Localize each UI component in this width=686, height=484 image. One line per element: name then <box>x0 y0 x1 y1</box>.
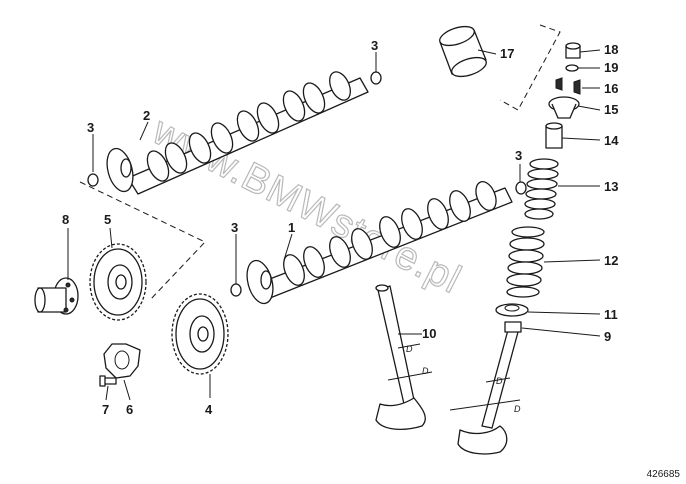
callout-labels: 3 2 3 3 3 1 8 5 4 6 7 10 17 18 19 16 15 … <box>62 38 619 417</box>
assembly-guides <box>79 24 561 301</box>
valve-stem-seal <box>545 122 563 149</box>
diagram-reference-number: 426685 <box>646 469 680 480</box>
intake-valve <box>375 284 426 431</box>
lower-camshaft <box>246 181 513 305</box>
dimension-label: D <box>496 376 503 386</box>
callout-3: 3 <box>87 120 94 135</box>
callout-17: 17 <box>500 46 514 61</box>
inner-valve-spring <box>506 226 545 298</box>
lower-camshaft-lobes <box>283 181 497 286</box>
callout-2: 2 <box>143 108 150 123</box>
callout-19: 19 <box>604 60 618 75</box>
dimension-label: D <box>514 404 521 414</box>
callout-13: 13 <box>604 179 618 194</box>
dimension-label: D <box>406 344 413 354</box>
dimension-label: D <box>422 366 429 376</box>
callout-9: 9 <box>604 329 611 344</box>
bolt <box>99 375 117 387</box>
upper-camshaft-lobes <box>146 71 351 182</box>
callout-3: 3 <box>515 148 522 163</box>
bucket-tappet <box>439 25 487 78</box>
lower-sprocket <box>171 293 229 375</box>
callout-5: 5 <box>104 212 111 227</box>
callout-3: 3 <box>231 220 238 235</box>
hub-flange <box>34 277 79 315</box>
callout-7: 7 <box>102 402 109 417</box>
leader-lines <box>67 49 601 401</box>
callout-10: 10 <box>422 326 436 341</box>
callout-3: 3 <box>371 38 378 53</box>
lock-plate <box>103 343 141 379</box>
callout-1: 1 <box>288 220 295 235</box>
spring-seat <box>495 303 529 317</box>
callout-8: 8 <box>62 212 69 227</box>
upper-sprocket <box>89 243 147 321</box>
upper-camshaft <box>106 71 369 195</box>
callout-14: 14 <box>604 133 619 148</box>
callout-15: 15 <box>604 102 618 117</box>
valve-top-parts <box>555 42 581 95</box>
callout-18: 18 <box>604 42 618 57</box>
dimension-marks: D D D D <box>387 343 521 414</box>
callout-16: 16 <box>604 81 618 96</box>
callout-11: 11 <box>604 307 618 322</box>
callout-12: 12 <box>604 253 618 268</box>
callout-4: 4 <box>205 402 213 417</box>
spring-retainer <box>548 96 580 119</box>
outer-valve-spring <box>524 158 559 220</box>
exhaust-valve <box>457 321 522 455</box>
callout-6: 6 <box>126 402 133 417</box>
